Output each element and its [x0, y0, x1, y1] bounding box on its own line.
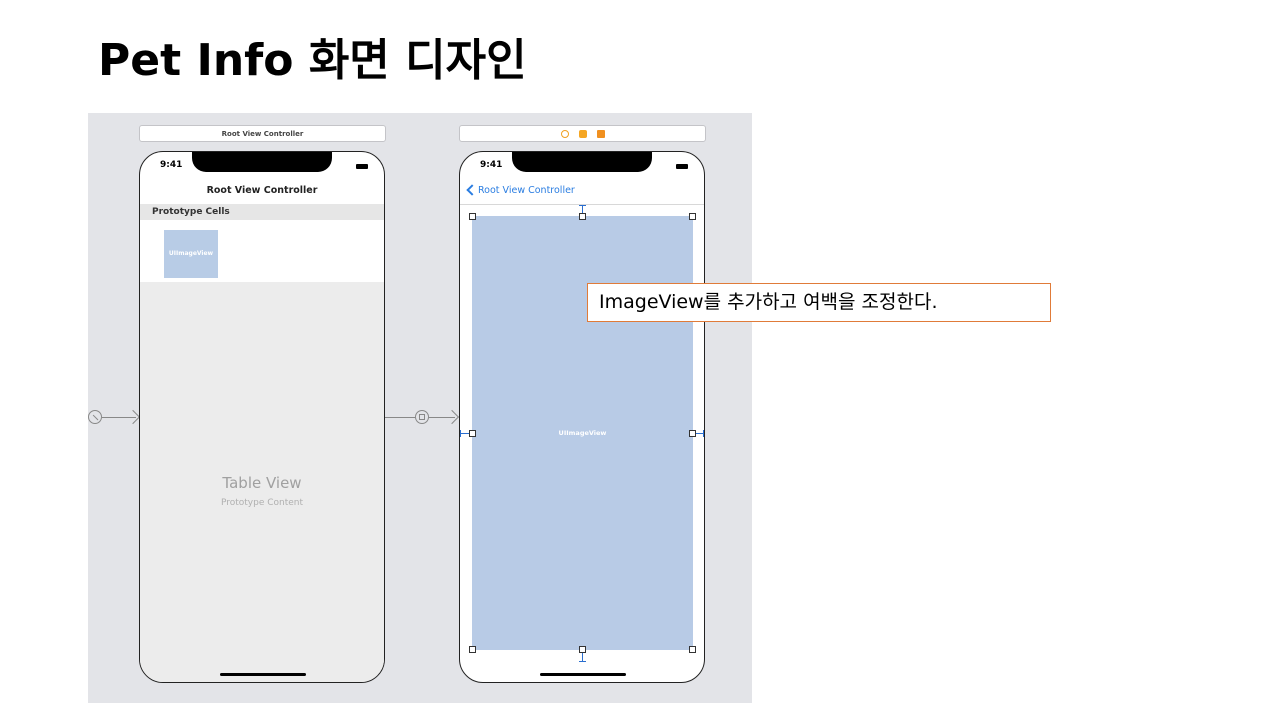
nav-bar-divider [460, 204, 704, 205]
show-segue-icon[interactable] [415, 410, 429, 424]
resize-handle-right[interactable] [689, 430, 696, 437]
bottom-constraint [582, 653, 583, 661]
first-responder-icon[interactable] [578, 129, 587, 138]
trailing-constraint-cap [703, 430, 704, 437]
prototype-cells-header: Prototype Cells [140, 204, 384, 220]
device-notch [512, 152, 652, 172]
entry-point-arrowhead [125, 409, 141, 425]
leading-constraint [460, 433, 469, 434]
entry-point-icon [88, 410, 102, 424]
prototype-cell[interactable]: UIImageView [140, 220, 384, 282]
scene1-root-view-controller[interactable]: 9:41 Root View Controller Prototype Cell… [139, 151, 385, 683]
device-notch [192, 152, 332, 172]
battery-icon [356, 164, 368, 169]
cell-image-view[interactable]: UIImageView [164, 230, 218, 278]
view-controller-icon[interactable] [560, 129, 569, 138]
scene1-header[interactable]: Root View Controller [139, 125, 386, 142]
navigation-bar-title[interactable]: Root View Controller [206, 185, 318, 196]
resize-handle-bottom-left[interactable] [469, 646, 476, 653]
slide-title: Pet Info 화면 디자인 [98, 35, 527, 86]
table-view-body[interactable] [140, 282, 384, 682]
resize-handle-bottom-right[interactable] [689, 646, 696, 653]
scene2-pet-info-view-controller[interactable]: 9:41 Root View Controller UIImageView [459, 151, 705, 683]
resize-handle-top-left[interactable] [469, 213, 476, 220]
annotation-callout: ImageView를 추가하고 여백을 조정한다. [587, 283, 1051, 322]
resize-handle-top-right[interactable] [689, 213, 696, 220]
status-bar-time: 9:41 [160, 160, 183, 170]
table-view-subtitle: Prototype Content [220, 498, 304, 508]
back-button[interactable]: Root View Controller [478, 185, 575, 196]
scene1-header-label: Root View Controller [221, 130, 304, 138]
scene2-header[interactable] [459, 125, 706, 142]
pet-image-view[interactable]: UIImageView [472, 216, 693, 650]
home-indicator [220, 673, 306, 676]
trailing-constraint [696, 433, 704, 434]
resize-handle-left[interactable] [469, 430, 476, 437]
exit-icon[interactable] [596, 129, 605, 138]
back-chevron-icon[interactable] [466, 184, 478, 196]
show-segue-line-2 [429, 417, 455, 418]
battery-icon [676, 164, 688, 169]
show-segue-line [385, 417, 415, 418]
entry-point-arrow-line [102, 417, 136, 418]
bottom-constraint-cap [579, 661, 586, 662]
resize-handle-top[interactable] [579, 213, 586, 220]
storyboard-canvas[interactable]: Root View Controller 9:41 Root View Cont… [88, 113, 752, 703]
show-segue-arrowhead [444, 409, 460, 425]
top-constraint [582, 205, 583, 213]
status-bar-time: 9:41 [480, 160, 503, 170]
resize-handle-bottom[interactable] [579, 646, 586, 653]
table-view-title: Table View [222, 474, 302, 492]
home-indicator [540, 673, 626, 676]
